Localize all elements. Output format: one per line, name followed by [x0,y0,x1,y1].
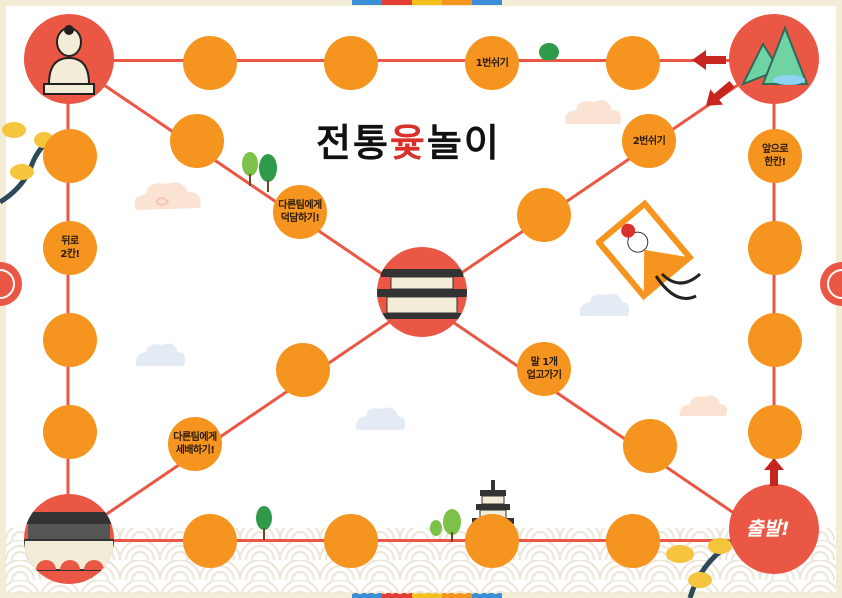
title-highlight: 윷 [389,121,427,165]
path-bottom [68,539,774,542]
board-space[interactable] [324,514,378,568]
bottom-color-stripe [382,593,412,598]
tree-icon [430,509,461,542]
mountain-landscape-icon [740,25,809,86]
board-space[interactable] [606,514,660,568]
game-title: 전통윷놀이 [316,112,536,165]
title-text: 전통 [316,121,390,165]
space-label: 뒤로 2칸! [60,236,80,260]
top-color-stripe [442,0,472,5]
arrow-left-icon [692,50,726,70]
space-label: 말 1개 업고가기 [526,357,562,381]
board-space[interactable] [748,313,802,367]
title-text: 놀이 [426,121,501,165]
board-space-carry[interactable]: 말 1개 업고가기 [517,342,571,396]
corner-top-left[interactable] [24,14,114,104]
board-space[interactable] [183,36,237,90]
board-space[interactable] [43,313,97,367]
board-space[interactable] [748,405,802,459]
side-ornament-left-icon [0,262,22,306]
traditional-cloud-icon [134,182,201,210]
corner-top-right[interactable] [729,14,819,104]
space-label: 1번쉬기 [475,57,509,69]
board-space[interactable] [183,514,237,568]
start-space[interactable] [729,484,819,574]
traditional-cloud-icon [135,343,186,366]
bottom-color-stripe [412,593,442,598]
arrow-down-left-icon [705,81,735,106]
board-space[interactable] [465,514,519,568]
board-space[interactable] [170,114,224,168]
bottom-color-stripe [352,593,382,598]
shield-kite-icon [596,199,702,301]
board-space-rest1[interactable]: 1번쉬기 [465,36,519,90]
tree-icon [242,152,277,192]
top-color-stripe [382,0,412,5]
space-label: 앞으로 한칸! [761,144,789,168]
tree-icon [256,506,272,540]
traditional-cloud-icon [679,395,728,416]
board-space[interactable] [606,36,660,90]
palace-icon [377,269,467,319]
buddha-statue-icon [43,25,95,95]
board-space-bow[interactable]: 다른팀에게 세배하기! [168,417,222,471]
top-color-stripe [472,0,502,5]
top-color-stripe [352,0,382,5]
board-space[interactable] [324,36,378,90]
traditional-cloud-icon [579,293,630,316]
space-label: 2번쉬기 [632,135,666,147]
traditional-cloud-icon [355,407,406,430]
board-space[interactable] [43,405,97,459]
space-label: 다른팀에게 세배하기! [173,432,217,456]
board-space[interactable] [623,419,677,473]
bush-icon [539,43,559,60]
path-top [68,59,774,62]
space-label: 다른팀에게 덕담하기! [278,200,322,224]
arrow-up-icon [764,458,784,486]
center-space[interactable] [377,247,467,337]
board-space[interactable] [748,221,802,275]
traditional-cloud-icon [565,100,621,124]
board-space[interactable] [43,129,97,183]
board-space[interactable] [276,343,330,397]
board-space-forward1[interactable]: 앞으로 한칸! [748,129,802,183]
board-space-rest2[interactable]: 2번쉬기 [622,114,676,168]
start-label: 출발! [746,518,790,540]
board-space[interactable] [517,188,571,242]
bottom-color-stripe [472,593,502,598]
board-space-back2[interactable]: 뒤로 2칸! [43,221,97,275]
bottom-color-stripe [442,593,472,598]
corner-bottom-left[interactable] [24,494,114,584]
fortress-gate-icon [24,512,114,571]
top-color-stripe [412,0,442,5]
board-space-tickle[interactable]: 다른팀에게 덕담하기! [273,185,327,239]
side-ornament-right-icon [820,262,842,306]
